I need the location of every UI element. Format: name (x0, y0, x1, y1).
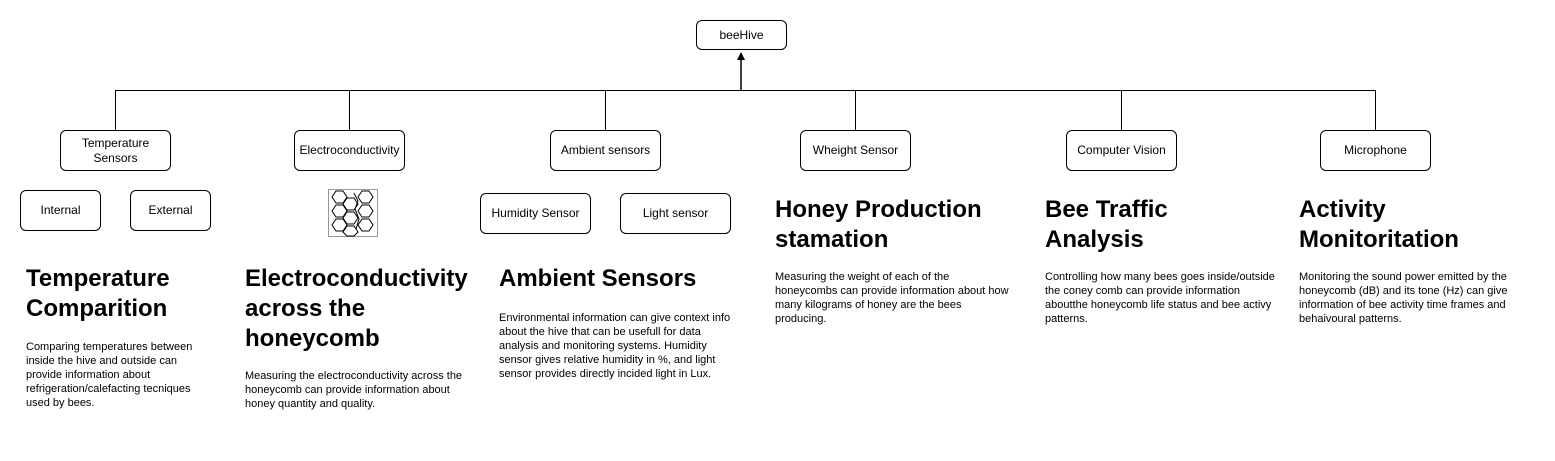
weight-description: Measuring the weight of each of the hone… (775, 271, 1009, 325)
temperature-sensors-node[interactable]: Temperature Sensors (60, 130, 171, 171)
electroconductivity-node[interactable]: Electroconductivity (294, 130, 405, 171)
vision-description: Controlling how many bees goes inside/ou… (1045, 271, 1275, 325)
electroconductivity-description: Measuring the electroconductivity across… (245, 370, 463, 410)
internal-sensor-node[interactable]: Internal (20, 190, 101, 231)
root-node[interactable]: beeHive (696, 20, 787, 50)
computer-vision-node[interactable]: Computer Vision (1066, 130, 1177, 171)
ambient-sensors-node[interactable]: Ambient sensors (550, 130, 661, 171)
vision-heading: Bee Traffic Analysis (1045, 196, 1168, 253)
humidity-sensor-node[interactable]: Humidity Sensor (480, 193, 591, 234)
microphone-heading: Activity Monitoritation (1299, 196, 1459, 253)
ambient-heading: Ambient Sensors (499, 265, 697, 292)
external-sensor-node[interactable]: External (130, 190, 211, 231)
honeycomb-icon (328, 189, 378, 237)
weight-heading: Honey Production stamation (775, 196, 982, 253)
ambient-description: Environmental information can give conte… (499, 312, 731, 380)
microphone-node[interactable]: Microphone (1320, 130, 1431, 171)
light-sensor-node[interactable]: Light sensor (620, 193, 731, 234)
weight-sensor-node[interactable]: Wheight Sensor (800, 130, 911, 171)
electroconductivity-heading: Electroconductivity across the honeycomb (245, 265, 468, 352)
microphone-description: Monitoring the sound power emitted by th… (1299, 271, 1508, 325)
temperature-description: Comparing temperatures between inside th… (26, 341, 193, 409)
temperature-heading: Temperature Comparition (26, 265, 170, 322)
